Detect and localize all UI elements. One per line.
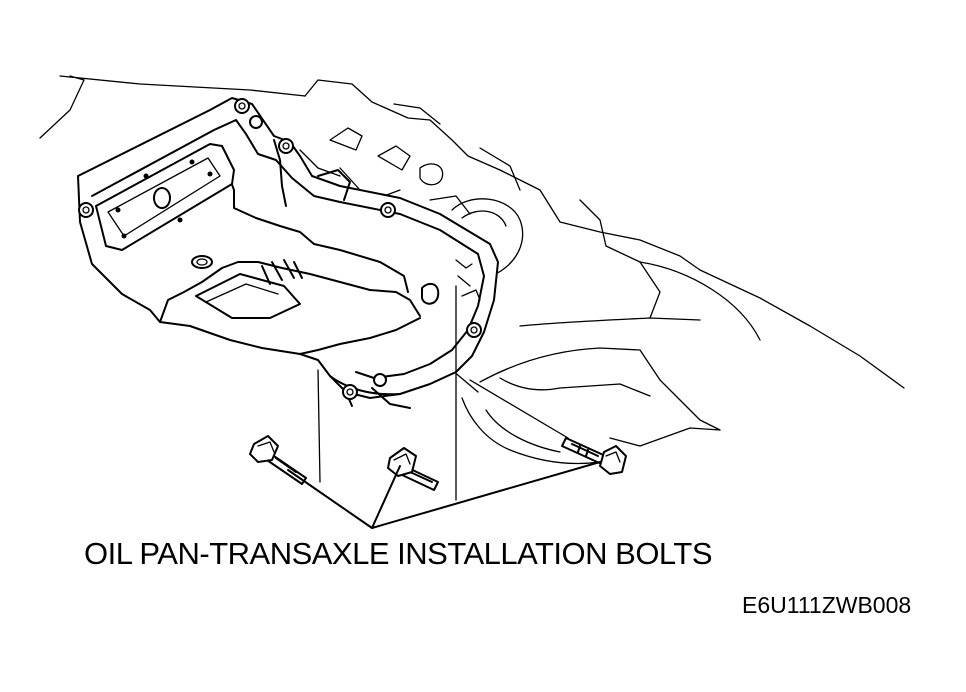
installation-bolt-center [387, 447, 439, 491]
oil-pan [77, 97, 499, 409]
installation-guide-lines [317, 285, 569, 501]
callout-label: OIL PAN-TRANSAXLE INSTALLATION BOLTS [84, 536, 713, 571]
callout-leader-lines [287, 461, 601, 529]
flange-bolts [78, 98, 482, 400]
figure-code: E6U111ZWB008 [742, 592, 912, 618]
installation-bolt-right [561, 437, 627, 475]
engine-block-outline [39, 75, 905, 465]
